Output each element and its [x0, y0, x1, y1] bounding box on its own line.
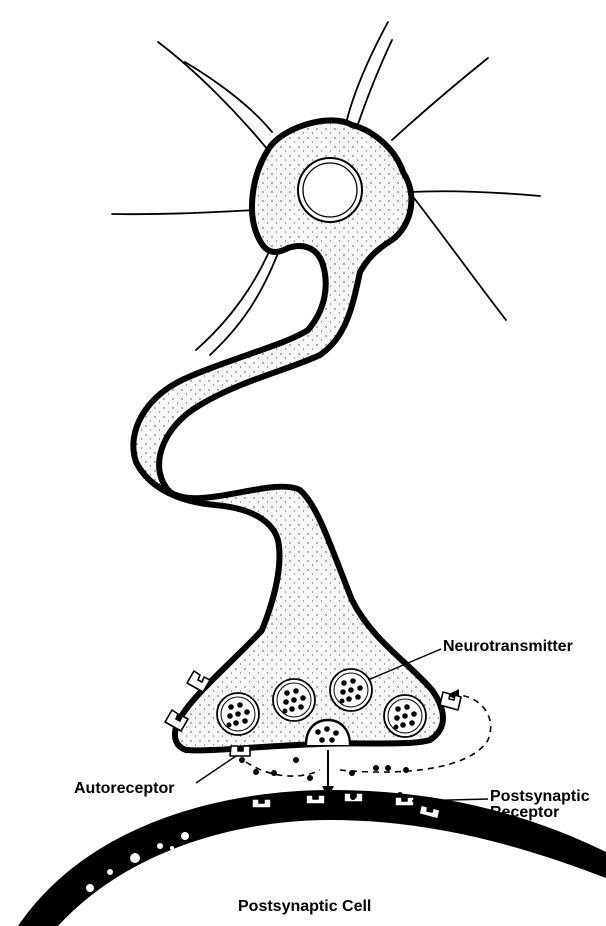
- dendrite-upper-right: [392, 58, 488, 140]
- dendrite-left: [112, 210, 255, 214]
- neurotransmitter-label: Neurotransmitter: [443, 638, 573, 656]
- postsynaptic-receptor-label-line2: Receptor: [490, 804, 559, 822]
- neuron-outline: [133, 120, 443, 750]
- dendrite-upper-left-inner: [185, 62, 272, 132]
- vesicle-2: [273, 679, 315, 721]
- bound-neurotransmitter: [350, 794, 356, 800]
- dendrite-upper-left: [158, 42, 268, 150]
- autoreceptor-leader: [196, 756, 236, 783]
- dendrite-top-inner: [356, 40, 392, 130]
- nucleus-inner: [303, 163, 357, 217]
- autoreceptor-label: Autoreceptor: [74, 780, 174, 798]
- vesicle-1: [217, 693, 259, 735]
- dendrite-right: [410, 191, 540, 196]
- vesicle-3: [330, 669, 372, 711]
- dendrite-lower-left: [196, 245, 272, 350]
- dendrite-top: [345, 22, 388, 128]
- postsynaptic-cell-label: Postsynaptic Cell: [238, 898, 371, 916]
- dendrite-lower-left-2: [210, 248, 280, 355]
- vesicle-4: [384, 695, 426, 737]
- dendrite-right-lower: [414, 198, 506, 320]
